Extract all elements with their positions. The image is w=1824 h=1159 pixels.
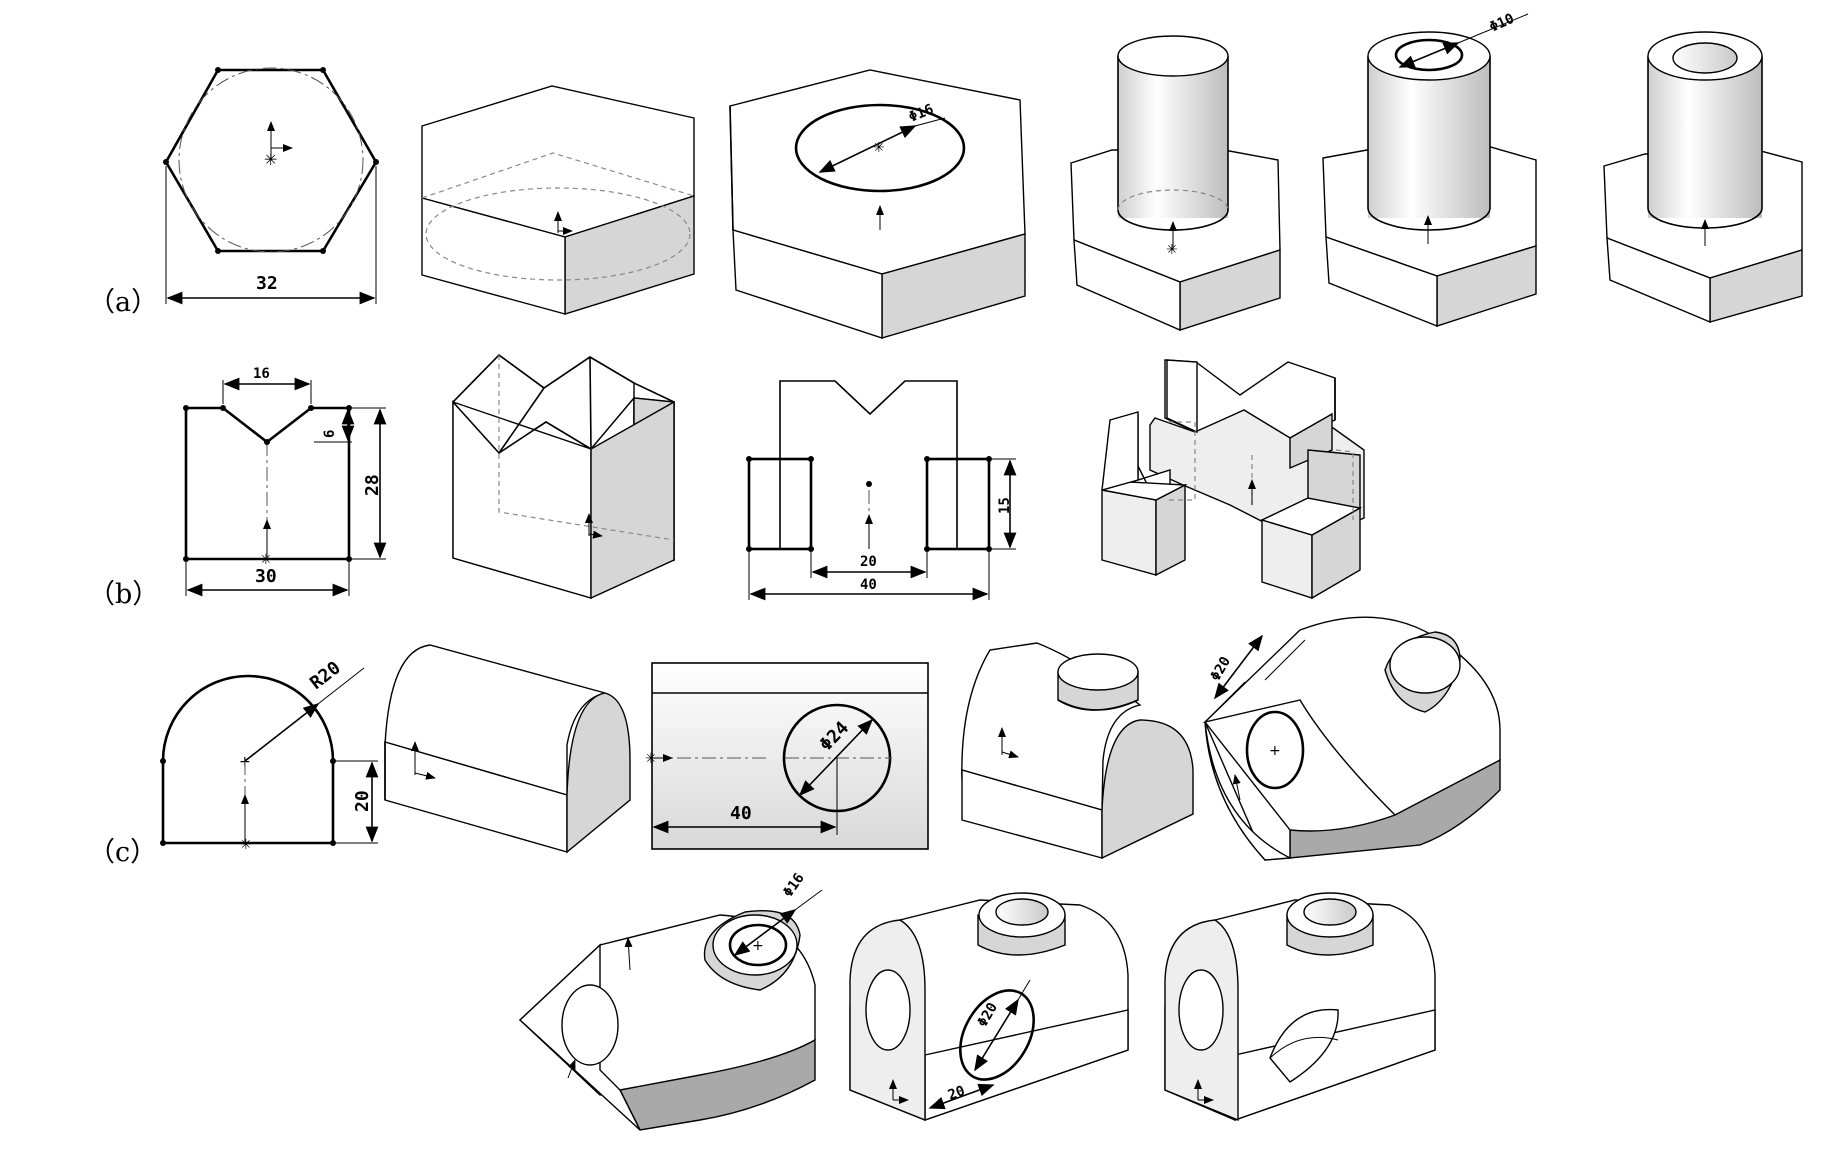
dim-a-cyl-hole: Φ10 [1487, 11, 1517, 36]
c-arch-sketch: R20 + 20 ✳ [160, 657, 379, 853]
origin-mark: ✳ [645, 751, 657, 767]
dim-c-boss-pos: 40 [730, 803, 752, 824]
origin-mark: ✳ [240, 837, 252, 853]
origin-mark: ✳ [1166, 242, 1178, 258]
origin-mark: ✳ [873, 140, 885, 156]
origin-mark: ✳ [260, 552, 272, 568]
dim-b-slot-height: 15 [997, 497, 1013, 514]
dim-c-cross-pos: 20 [946, 1083, 967, 1104]
b-slot-sketch: 15 20 40 [746, 380, 1017, 601]
row-label-c: （c） [88, 837, 157, 868]
dim-a-width: 32 [256, 273, 278, 294]
a-final-part [1603, 31, 1803, 324]
b-vblock-sketch: 16 6 28 30 ✳ [183, 366, 387, 597]
c-arch-cross-sketch: Φ20 20 [849, 892, 1129, 1122]
a-hex-cylinder-hole: Φ10 [1322, 11, 1537, 328]
b-vblock-prism [452, 353, 675, 600]
c-arch-boss-hole-sketch: + Φ16 [518, 870, 823, 1131]
origin-mark: ✳ [264, 150, 277, 169]
center-mark: + [1269, 743, 1281, 759]
b-vblock-slotted [1101, 359, 1365, 600]
a-hex-sketch: ✳ 32 [163, 67, 379, 305]
c-arch-prism [384, 644, 631, 854]
dim-b-v-depth: 6 [322, 430, 338, 438]
dim-b-v-width: 16 [253, 366, 270, 382]
dim-c-height: 20 [352, 790, 373, 812]
c-top-view: Φ24 40 ✳ [645, 662, 929, 850]
dim-c-radius: R20 [306, 657, 345, 694]
a-hex-prism-circle: Φ16 ✳ [729, 69, 1026, 339]
dim-c-end-hole: Φ20 [1208, 654, 1235, 684]
row-label-b: （b） [88, 579, 159, 610]
dim-c-boss-hole: Φ16 [780, 870, 808, 900]
dim-b-height: 28 [362, 474, 383, 496]
a-hex-cylinder: ✳ [1070, 35, 1281, 332]
c-arch-boss [961, 642, 1194, 860]
dim-b-slot-outer: 40 [860, 577, 877, 593]
dim-b-slot-inner: 20 [860, 554, 877, 570]
c-final-part [1164, 892, 1436, 1122]
c-arch-hole-sketch: + Φ20 [1202, 616, 1501, 861]
a-hex-prism [421, 85, 695, 315]
dim-b-width: 30 [255, 566, 277, 587]
row-label-a: （a） [88, 287, 158, 318]
